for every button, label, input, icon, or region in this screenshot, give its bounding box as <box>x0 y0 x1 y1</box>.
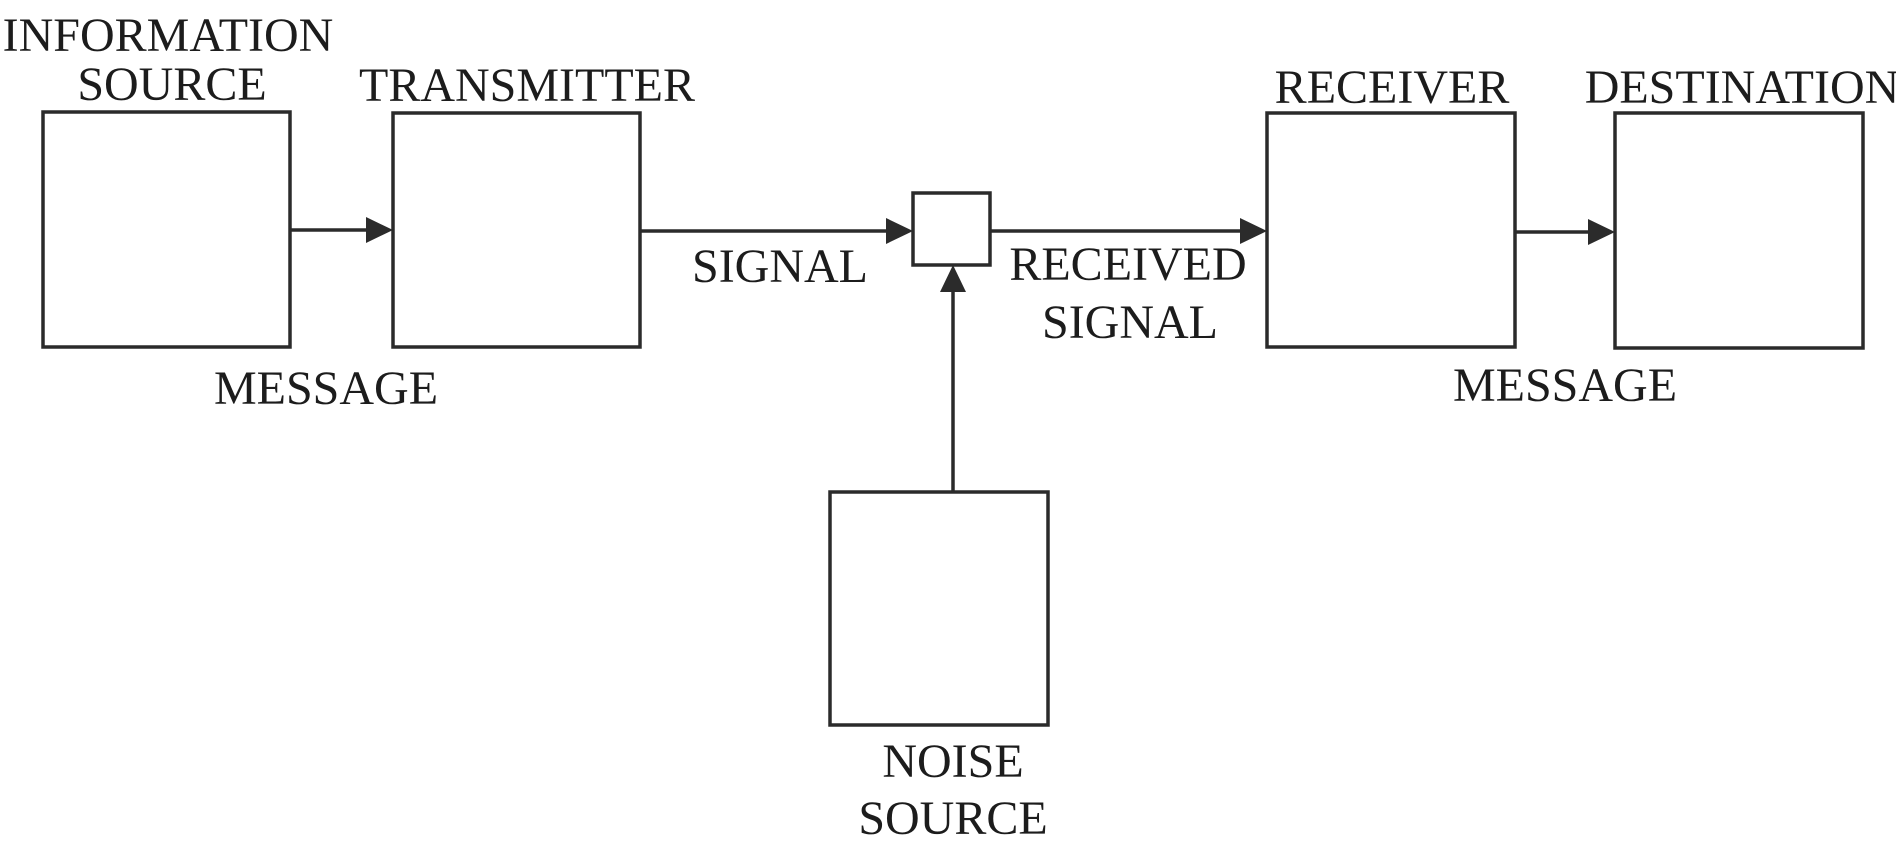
arrowhead-icon <box>940 265 966 292</box>
noise-source-label-line2: SOURCE <box>858 792 1047 845</box>
message-right-label: MESSAGE <box>1453 359 1677 412</box>
signal-label: SIGNAL <box>692 240 868 293</box>
channel-box <box>911 191 992 267</box>
transmitter-box <box>391 111 642 349</box>
message-arrow <box>290 217 393 243</box>
transmitter-label: TRANSMITTER <box>359 59 695 112</box>
receiver-to-destination-arrow <box>1515 219 1615 245</box>
signal-arrow <box>640 218 913 244</box>
received-signal-label-line2: SIGNAL <box>1042 296 1218 349</box>
receiver-label: RECEIVER <box>1275 61 1510 114</box>
message-left-label: MESSAGE <box>214 362 438 415</box>
information-source-label-line2: SOURCE <box>77 58 266 111</box>
arrowhead-icon <box>886 218 913 244</box>
noise-source-label-line1: NOISE <box>882 735 1023 788</box>
information-source-label-line1: INFORMATION <box>3 9 334 62</box>
received-signal-arrow <box>990 218 1267 244</box>
noise-arrow <box>940 265 966 492</box>
receiver-box <box>1265 111 1517 349</box>
arrowhead-icon <box>1588 219 1615 245</box>
arrowhead-icon <box>366 217 393 243</box>
received-signal-label-line1: RECEIVED <box>1009 238 1246 291</box>
noise-source-box <box>828 490 1050 727</box>
destination-label: DESTINATION <box>1585 61 1896 114</box>
information-source-box <box>41 110 292 349</box>
destination-box <box>1613 111 1865 350</box>
arrowhead-icon <box>1240 218 1267 244</box>
